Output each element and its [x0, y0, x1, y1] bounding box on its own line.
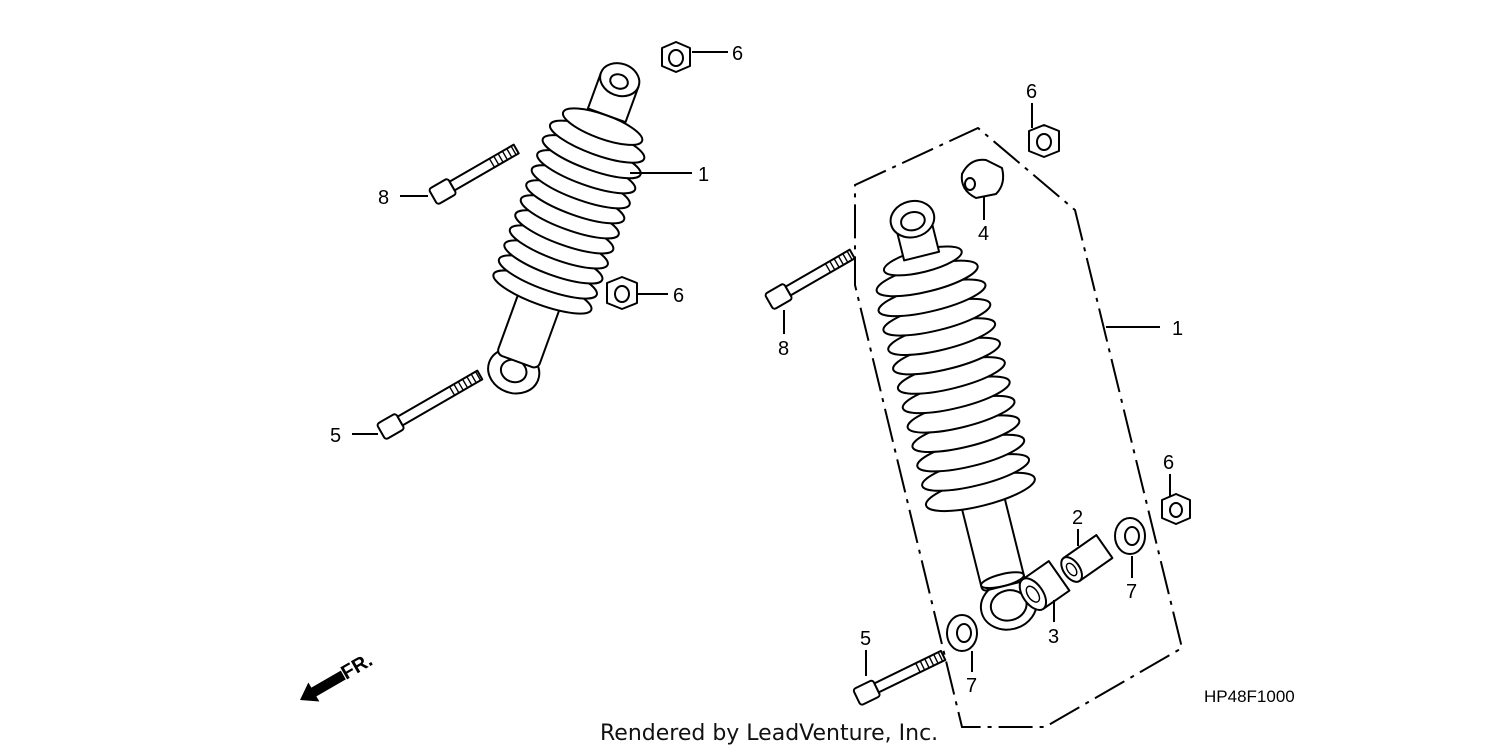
left-bolt-lower[interactable] — [376, 367, 485, 440]
diagram-code: HP48F1000 — [1204, 687, 1295, 706]
callout-right-bushing: 4 — [978, 223, 989, 245]
right-bolt-lower[interactable] — [852, 647, 947, 706]
callout-right-washer-left: 7 — [966, 675, 977, 697]
callout-right-shock: 1 — [1172, 318, 1183, 340]
callout-right-bolt-lower: 5 — [860, 628, 871, 650]
callout-right-nut-bottom: 6 — [1163, 452, 1174, 474]
callout-right-bolt-upper: 8 — [778, 338, 789, 360]
front-direction-indicator: FR. — [300, 649, 376, 702]
right-bolt-upper[interactable] — [764, 246, 857, 310]
callout-left-shock: 1 — [698, 164, 709, 186]
assembly-group-outline — [854, 126, 1184, 728]
watermark-text: Rendered by LeadVenture, Inc. — [600, 721, 938, 746]
right-bearing[interactable] — [1014, 560, 1071, 615]
callout-right-nut-top: 6 — [1026, 81, 1037, 103]
callout-right-washer-right: 7 — [1126, 581, 1137, 603]
callout-right-collar: 2 — [1072, 507, 1083, 529]
callout-left-bolt-lower: 5 — [330, 425, 341, 447]
left-flange-nut-middle[interactable] — [606, 276, 638, 310]
right-shock-absorber[interactable] — [854, 188, 1069, 642]
right-washer-left[interactable] — [946, 614, 978, 652]
right-collar[interactable] — [1057, 534, 1114, 585]
front-arrow-icon — [300, 670, 346, 702]
right-washer-right[interactable] — [1114, 517, 1146, 555]
right-rubber-bushing[interactable] — [960, 158, 1005, 199]
left-bolt-upper[interactable] — [428, 141, 521, 205]
right-flange-nut-bottom[interactable] — [1161, 493, 1191, 525]
callout-left-bolt-upper: 8 — [378, 187, 389, 209]
right-flange-nut-top[interactable] — [1028, 124, 1060, 158]
callout-left-nut-middle: 6 — [673, 285, 684, 307]
left-flange-nut-top[interactable] — [661, 41, 691, 73]
left-shock-absorber[interactable] — [457, 47, 674, 410]
callout-right-bearing: 3 — [1048, 626, 1059, 648]
callout-left-nut-top: 6 — [732, 43, 743, 65]
